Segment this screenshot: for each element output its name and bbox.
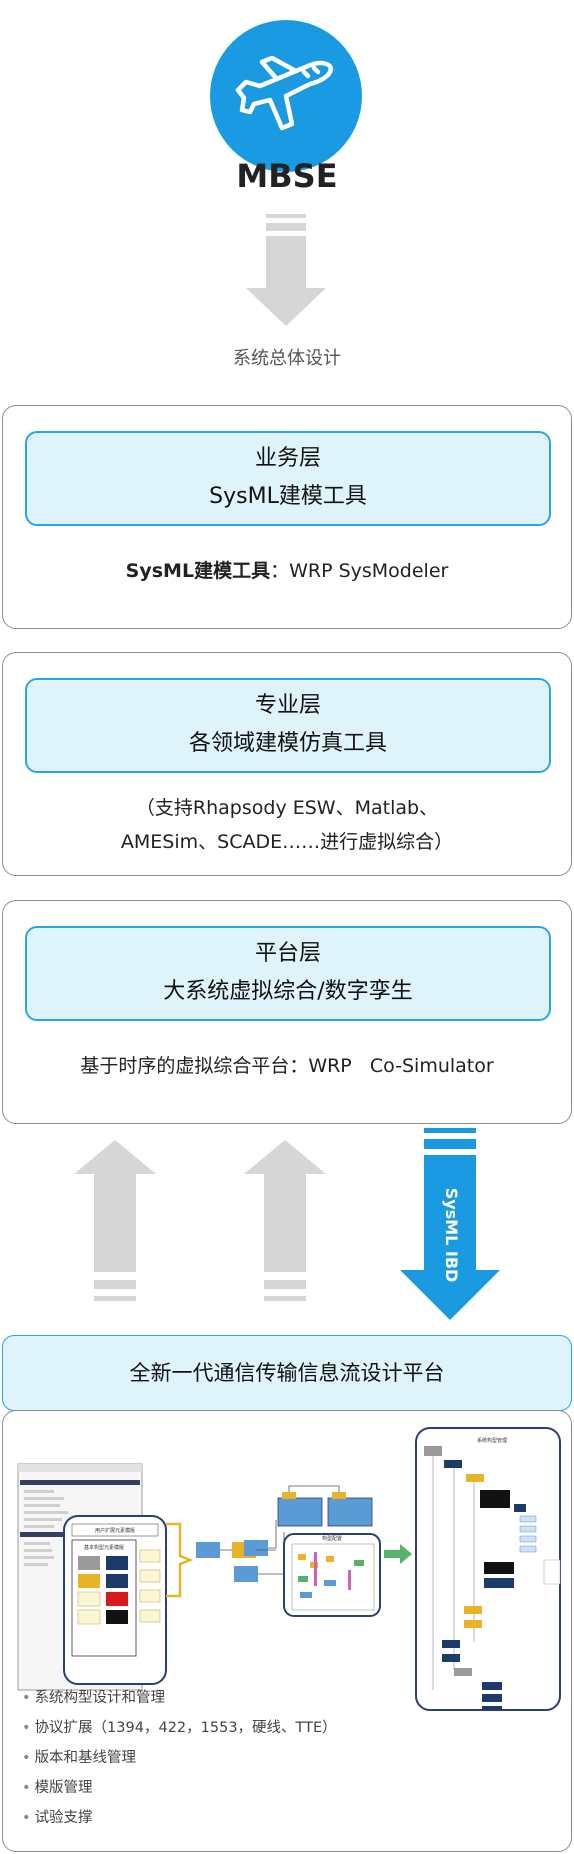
up-arrow-middle-icon [244,1140,326,1301]
platform-layer-panel: 平台层 大系统虚拟综合/数字孪生 基于时序的虚拟综合平台：WRP Co-Simu… [2,900,572,1124]
top-caption: 系统总体设计 [233,348,341,369]
feature-item: •试验支撑 [22,1810,93,1826]
business-layer-title: 业务层 [254,446,321,471]
business-layer-desc-product: ：WRP SysModeler [270,560,449,582]
business-layer-desc: SysML建模工具：WRP SysModeler [3,556,571,583]
business-layer-subtitle: SysML建模工具 [209,484,367,509]
green-arrow-icon [384,1544,412,1564]
configuration-window: 构型配置 [283,1533,381,1617]
configuration-label: 构型配置 [322,1535,342,1542]
manager-title: 系统构型管理 [477,1437,507,1444]
feature-list: •系统构型设计和管理 •协议扩展（1394，422，1553，硬线、TTE） •… [22,1683,337,1833]
platform-layer-title: 平台层 [254,941,321,966]
professional-layer-desc: （支持Rhapsody ESW、Matlab、 AMESim、SCADE……进行… [3,791,571,859]
professional-layer-title: 专业层 [254,693,321,718]
professional-layer-desc-line1: （支持Rhapsody ESW、Matlab、 [135,797,439,819]
feature-item: •模版管理 [22,1780,93,1796]
user-element-library: 用户扩展元素模版 基本构型元素模版 [63,1515,167,1685]
feature-item: •版本和基线管理 [22,1750,137,1766]
sysml-ibd-label: SysML IBD [442,1187,461,1283]
platform-layer-box: 平台层 大系统虚拟综合/数字孪生 [25,926,551,1021]
down-arrow-sysml-icon [400,1128,500,1320]
sysml-ibd-label-wrap: SysML IBD [439,1180,463,1290]
page-title: MBSE [236,157,338,195]
user-library-title: 用户扩展元素模版 [95,1527,135,1534]
platform-banner: 全新一代通信传输信息流设计平台 [2,1335,572,1411]
platform-layer-desc: 基于时序的虚拟综合平台：WRP Co-Simulator [80,1055,494,1077]
configuration-diagram: 用户扩展元素模版 基本构型元素模版 构型配置 系统构型管理 [17,1427,561,1711]
bracket-shape [166,1522,194,1598]
professional-layer-box: 专业层 各领域建模仿真工具 [25,678,551,773]
business-layer-panel: 业务层 SysML建模工具 SysML建模工具：WRP SysModeler [2,405,572,629]
up-arrow-left-icon [74,1140,156,1301]
feature-item: •协议扩展（1394，422，1553，硬线、TTE） [22,1720,337,1736]
platform-layer-subtitle: 大系统虚拟综合/数字孪生 [163,979,413,1004]
business-layer-box: 业务层 SysML建模工具 [25,431,551,526]
business-layer-desc-tool: SysML建模工具 [125,560,271,582]
professional-layer-panel: 专业层 各领域建模仿真工具 （支持Rhapsody ESW、Matlab、 AM… [2,652,572,876]
down-arrow-icon [246,214,326,326]
basic-library-title: 基本构型元素模版 [84,1544,124,1551]
system-configuration-manager: 系统构型管理 [415,1427,561,1711]
airplane-icon [235,55,333,131]
airplane-logo [210,20,362,172]
professional-layer-subtitle: 各领域建模仿真工具 [188,731,387,756]
professional-layer-desc-line2: AMESim、SCADE……进行虚拟综合） [120,831,454,853]
flow-diagram [196,1485,373,1582]
feature-item: •系统构型设计和管理 [22,1690,166,1706]
